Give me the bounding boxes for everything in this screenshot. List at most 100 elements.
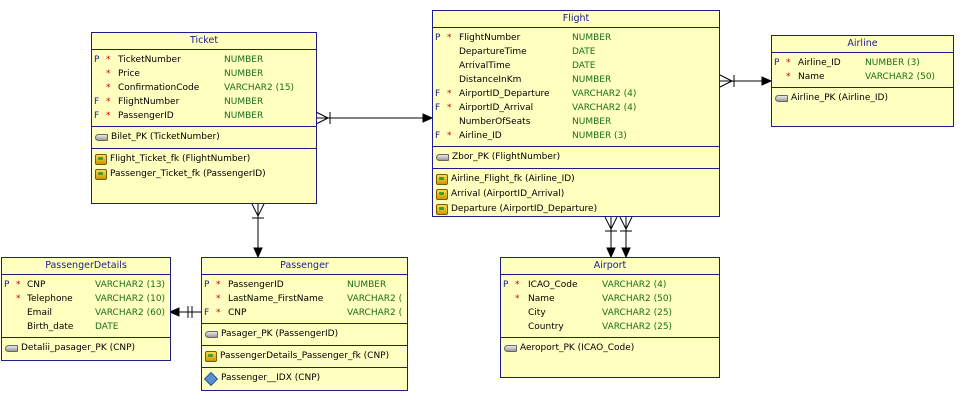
column-name: AirportID_Departure (459, 89, 550, 99)
foreign-key-icon (436, 204, 448, 215)
column-name: Name (528, 294, 555, 304)
key-icon (775, 95, 788, 102)
rel-passenger-passengerdetails[interactable] (168, 306, 201, 318)
column-name: FlightNumber (118, 97, 180, 107)
column-name: DepartureTime (459, 47, 527, 57)
pk-section: Bilet_PK (TicketNumber) (92, 127, 316, 149)
fk-row[interactable]: PassengerDetails_Passenger_fk (CNP) (202, 349, 407, 364)
pk-row[interactable]: Airline_PK (Airline_ID) (772, 91, 953, 106)
pk-flag: P (204, 280, 210, 290)
index-section: Passenger__IDX (CNP) (202, 368, 407, 389)
pk-row[interactable]: Zbor_PK (FlightNumber) (433, 150, 719, 165)
fk-label: Arrival (AirportID_Arrival) (451, 189, 565, 199)
column-type: NUMBER (3) (572, 131, 627, 141)
index-row[interactable]: Passenger__IDX (CNP) (202, 371, 407, 386)
key-icon (95, 134, 108, 141)
column-type: VARCHAR2 (50) (865, 72, 936, 82)
pk-label: Bilet_PK (TicketNumber) (111, 132, 220, 142)
column-name: ConfirmationCode (118, 83, 200, 93)
pk-section: Airline_PK (Airline_ID) (772, 88, 953, 109)
foreign-key-icon (436, 189, 448, 200)
column-name: Airline_ID (459, 131, 502, 141)
pk-section: Aeroport_PK (ICAO_Code) (501, 338, 719, 359)
column-type: VARCHAR2 (4) (602, 280, 667, 290)
pk-row[interactable]: Bilet_PK (TicketNumber) (92, 130, 316, 145)
foreign-key-icon (95, 154, 107, 165)
pk-section: Zbor_PK (FlightNumber) (433, 147, 719, 169)
rel-flight-airport-arrival[interactable] (604, 216, 618, 259)
required-star: * (447, 131, 452, 141)
fk-row[interactable]: Flight_Ticket_fk (FlightNumber) (92, 152, 316, 167)
required-star: * (216, 294, 221, 304)
fk-section: PassengerDetails_Passenger_fk (CNP) (202, 346, 407, 368)
fk-row[interactable]: Passenger_Ticket_fk (PassengerID) (92, 167, 316, 182)
column-type: NUMBER (224, 111, 264, 121)
key-icon (436, 154, 449, 161)
rel-flight-airline[interactable] (719, 74, 773, 88)
column-name: CNP (228, 308, 247, 318)
column-name: Price (118, 69, 140, 79)
column-type: NUMBER (572, 117, 612, 127)
column-name: AirportID_Arrival (459, 103, 534, 113)
column-name: Email (27, 308, 52, 318)
entity-title: PassengerDetails (2, 258, 170, 275)
column-name: CNP (27, 280, 46, 290)
column-name: TicketNumber (118, 55, 181, 65)
column-type: NUMBER (224, 69, 264, 79)
column-type: VARCHAR2 (25) (602, 322, 673, 332)
pk-flag: P (435, 33, 441, 43)
column-name: Birth_date (27, 322, 74, 332)
fk-flag: F (435, 89, 441, 99)
pk-row[interactable]: Aeroport_PK (ICAO_Code) (501, 341, 719, 356)
column-type: VARCHAR2 ( (347, 308, 403, 318)
foreign-key-icon (436, 174, 448, 185)
index-diamond-icon (203, 371, 219, 386)
column-name: NumberOfSeats (459, 117, 531, 127)
pk-row[interactable]: Pasager_PK (PassengerID) (202, 327, 407, 342)
fk-row[interactable]: Arrival (AirportID_Arrival) (433, 187, 719, 202)
fk-row[interactable]: Departure (AirportID_Departure) (433, 202, 719, 216)
rel-flight-airport-departure[interactable] (619, 216, 633, 259)
required-star: * (786, 58, 791, 68)
column-row[interactable]: NumberOfSeats NUMBER (433, 115, 719, 129)
pk-row[interactable]: Detalii_pasager_PK (CNP) (2, 341, 170, 356)
required-star: * (16, 280, 21, 290)
rel-ticket-passenger[interactable] (251, 203, 265, 259)
fk-row[interactable]: Airline_Flight_fk (Airline_ID) (433, 172, 719, 187)
entity-title: Flight (433, 11, 719, 28)
rel-ticket-flight[interactable] (315, 111, 434, 125)
